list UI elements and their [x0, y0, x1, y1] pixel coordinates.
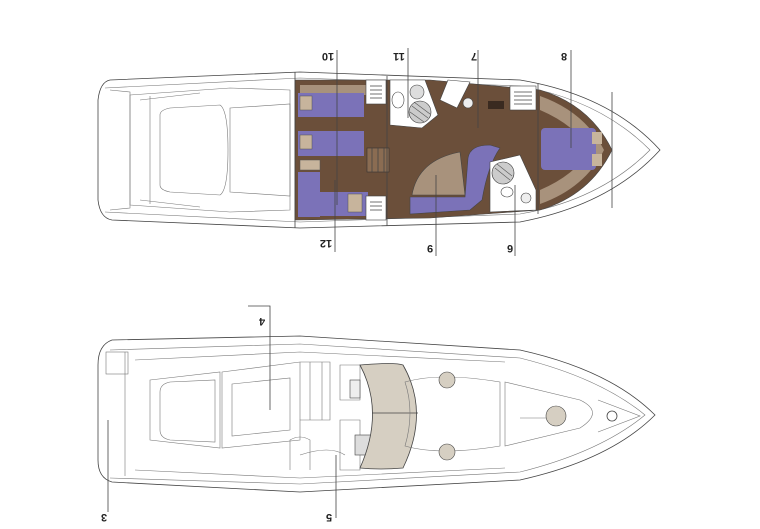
- label-9: 9: [427, 242, 433, 254]
- label-6: 6: [507, 242, 513, 254]
- label-10: 10: [322, 50, 334, 62]
- main-deck-plan: 4 3 5: [97, 305, 656, 523]
- label-3: 3: [101, 511, 107, 523]
- label-5: 5: [326, 511, 332, 523]
- sunroof: [359, 363, 417, 470]
- lower-hull-outline: [97, 71, 661, 229]
- lower-deck-plan: 10 11 7 8 12 9 6: [97, 48, 661, 256]
- label-4: 4: [258, 315, 265, 327]
- label-12: 12: [320, 237, 332, 249]
- forward-berth: [541, 128, 596, 170]
- hatch-starboard: [438, 443, 456, 461]
- aft-berth-bottom-left: [298, 172, 320, 217]
- label-8: 8: [561, 50, 567, 62]
- label-7: 7: [471, 50, 477, 62]
- salon-settee: [409, 144, 501, 215]
- hatch-forward: [545, 405, 567, 427]
- label-11: 11: [393, 50, 405, 62]
- main-hull-outline: [97, 335, 656, 493]
- hatch-port: [438, 371, 456, 389]
- salon-table: [411, 151, 466, 196]
